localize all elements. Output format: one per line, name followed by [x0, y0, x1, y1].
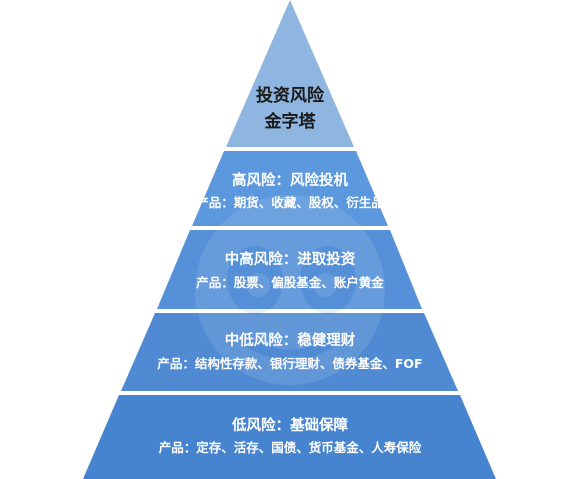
pyramid-title-line1: 投资风险 [256, 85, 325, 106]
tier-mid-low-risk [121, 313, 458, 391]
tier-low-title: 低风险：基础保障 [231, 416, 348, 434]
tier-low-risk [83, 395, 496, 479]
tier-mid-high-title: 中高风险：进取投资 [225, 250, 356, 268]
pyramid-apex [226, 0, 354, 147]
tier-high-risk [192, 151, 388, 226]
tier-mid-high-products: 产品：股票、偏股基金、账户黄金 [196, 275, 384, 290]
tier-high-products: 产品：期货、收藏、股权、衍生品 [196, 195, 384, 210]
tier-mid-low-title: 中低风险：稳健理财 [225, 331, 356, 349]
tier-mid-low-products: 产品：结构性存款、银行理财、债券基金、FOF [157, 356, 422, 371]
pyramid-title-line2: 金字塔 [264, 111, 317, 132]
tier-high-title: 高风险：风险投机 [232, 171, 348, 189]
tier-mid-high-risk [157, 230, 422, 309]
tier-low-products: 产品：定存、活存、国债、货币基金、人寿保险 [159, 440, 422, 455]
cartoon-mascot-icon [195, 195, 385, 385]
